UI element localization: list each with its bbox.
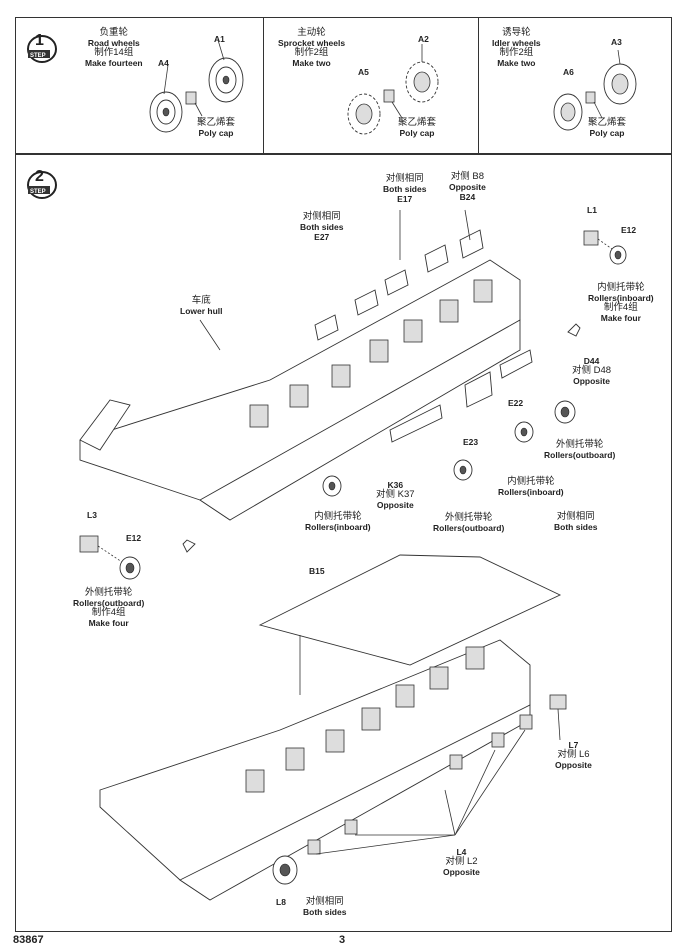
- rollers-outboard-right-label: 外侧托带轮 Rollers(outboard): [544, 439, 616, 461]
- rollers-inboard-mid-label: 内侧托带轮 Rollers(inboard): [498, 476, 564, 498]
- part-a3-label: A3: [611, 37, 622, 47]
- step1-divider-1: [263, 17, 264, 154]
- lower-hull-lower-drawing: [99, 554, 567, 901]
- e23-label: E23: [463, 437, 479, 447]
- rollers-outboard-low-label: 外侧托带轮 Rollers(outboard): [433, 512, 505, 534]
- rollers-inboard-top-label: 内侧托带轮 Rollers(inboard) 制作4组 Make four: [588, 282, 654, 324]
- kit-number: 83867: [13, 934, 44, 946]
- e12-left-label: E12: [126, 533, 142, 543]
- rollers-inboard-low-label: 内侧托带轮 Rollers(inboard): [305, 511, 371, 533]
- poly-cap-label-1: 聚乙烯套 Poly cap: [197, 117, 236, 139]
- e12-top-label: E12: [621, 225, 637, 235]
- l7-callout: L7 对侧 L6 Opposite: [555, 740, 592, 770]
- page-number: 3: [339, 934, 346, 946]
- poly-cap-label-3: 聚乙烯套 Poly cap: [588, 117, 627, 139]
- e22-label: E22: [508, 398, 524, 408]
- sprocket-drawing: [347, 44, 439, 135]
- l4-callout: L4 对侧 L2 Opposite: [443, 847, 480, 877]
- part-a4-label: A4: [158, 58, 169, 68]
- arrow-left-icon: [182, 539, 196, 553]
- part-a6-label: A6: [563, 67, 574, 77]
- step1-number: 1: [35, 32, 44, 49]
- step1-frame: [15, 17, 672, 154]
- step2-frame: [15, 154, 672, 932]
- roller-inboard-top-drawing: [583, 230, 627, 265]
- b15-label: B15: [309, 566, 325, 576]
- roller-outboard-low-drawing: [453, 459, 473, 481]
- roller-outboard-left-drawing: [79, 535, 141, 580]
- road-wheels-label: 负重轮 Road wheels 制作14组 Make fourteen: [85, 27, 143, 69]
- both-sides-label: 对侧相同 Both sides: [554, 511, 598, 533]
- step1-badge: [27, 35, 57, 63]
- roller-inboard-low-drawing: [322, 475, 342, 497]
- road-wheel-drawing: [149, 39, 244, 133]
- d44-callout: D44 对侧 D48 Opposite: [572, 356, 612, 386]
- rollers-outboard-left-label: 外侧托带轮 Rollers(outboard) 制作4组 Make four: [73, 587, 145, 629]
- e17-callout: 对侧相同 Both sides E17: [383, 173, 427, 205]
- arrow-right-icon: [567, 323, 581, 337]
- idler-wheels-label: 诱导轮 Idler wheels 制作2组 Make two: [492, 27, 541, 69]
- step1-word: STEP: [30, 53, 46, 59]
- part-a1-label: A1: [214, 34, 225, 44]
- step2-number: 2: [35, 168, 44, 185]
- roller-inboard-mid-drawing: [514, 421, 534, 443]
- step2-word: STEP: [30, 189, 46, 195]
- part-a5-label: A5: [358, 67, 369, 77]
- lower-hull-label: 车底 Lower hull: [180, 295, 223, 317]
- idler-drawing: [553, 49, 637, 131]
- l8-both-sides-label: 对侧相同 Both sides: [303, 896, 347, 918]
- lower-hull-upper-drawing: [79, 209, 533, 521]
- step2-badge: [27, 171, 57, 199]
- roller-outboard-right-drawing: [554, 400, 576, 424]
- l8-callout: L8: [276, 897, 286, 907]
- l1-label: L1: [587, 205, 597, 215]
- b8-callout: 对侧 B8 Opposite B24: [449, 171, 486, 203]
- e27-callout: 对侧相同 Both sides E27: [300, 211, 344, 243]
- part-a2-label: A2: [418, 34, 429, 44]
- k36-callout: K36 对侧 K37 Opposite: [376, 480, 415, 510]
- step1-divider-2: [478, 17, 479, 154]
- l3-label: L3: [87, 510, 97, 520]
- sprocket-wheels-label: 主动轮 Sprocket wheels 制作2组 Make two: [278, 27, 346, 69]
- poly-cap-label-2: 聚乙烯套 Poly cap: [398, 117, 437, 139]
